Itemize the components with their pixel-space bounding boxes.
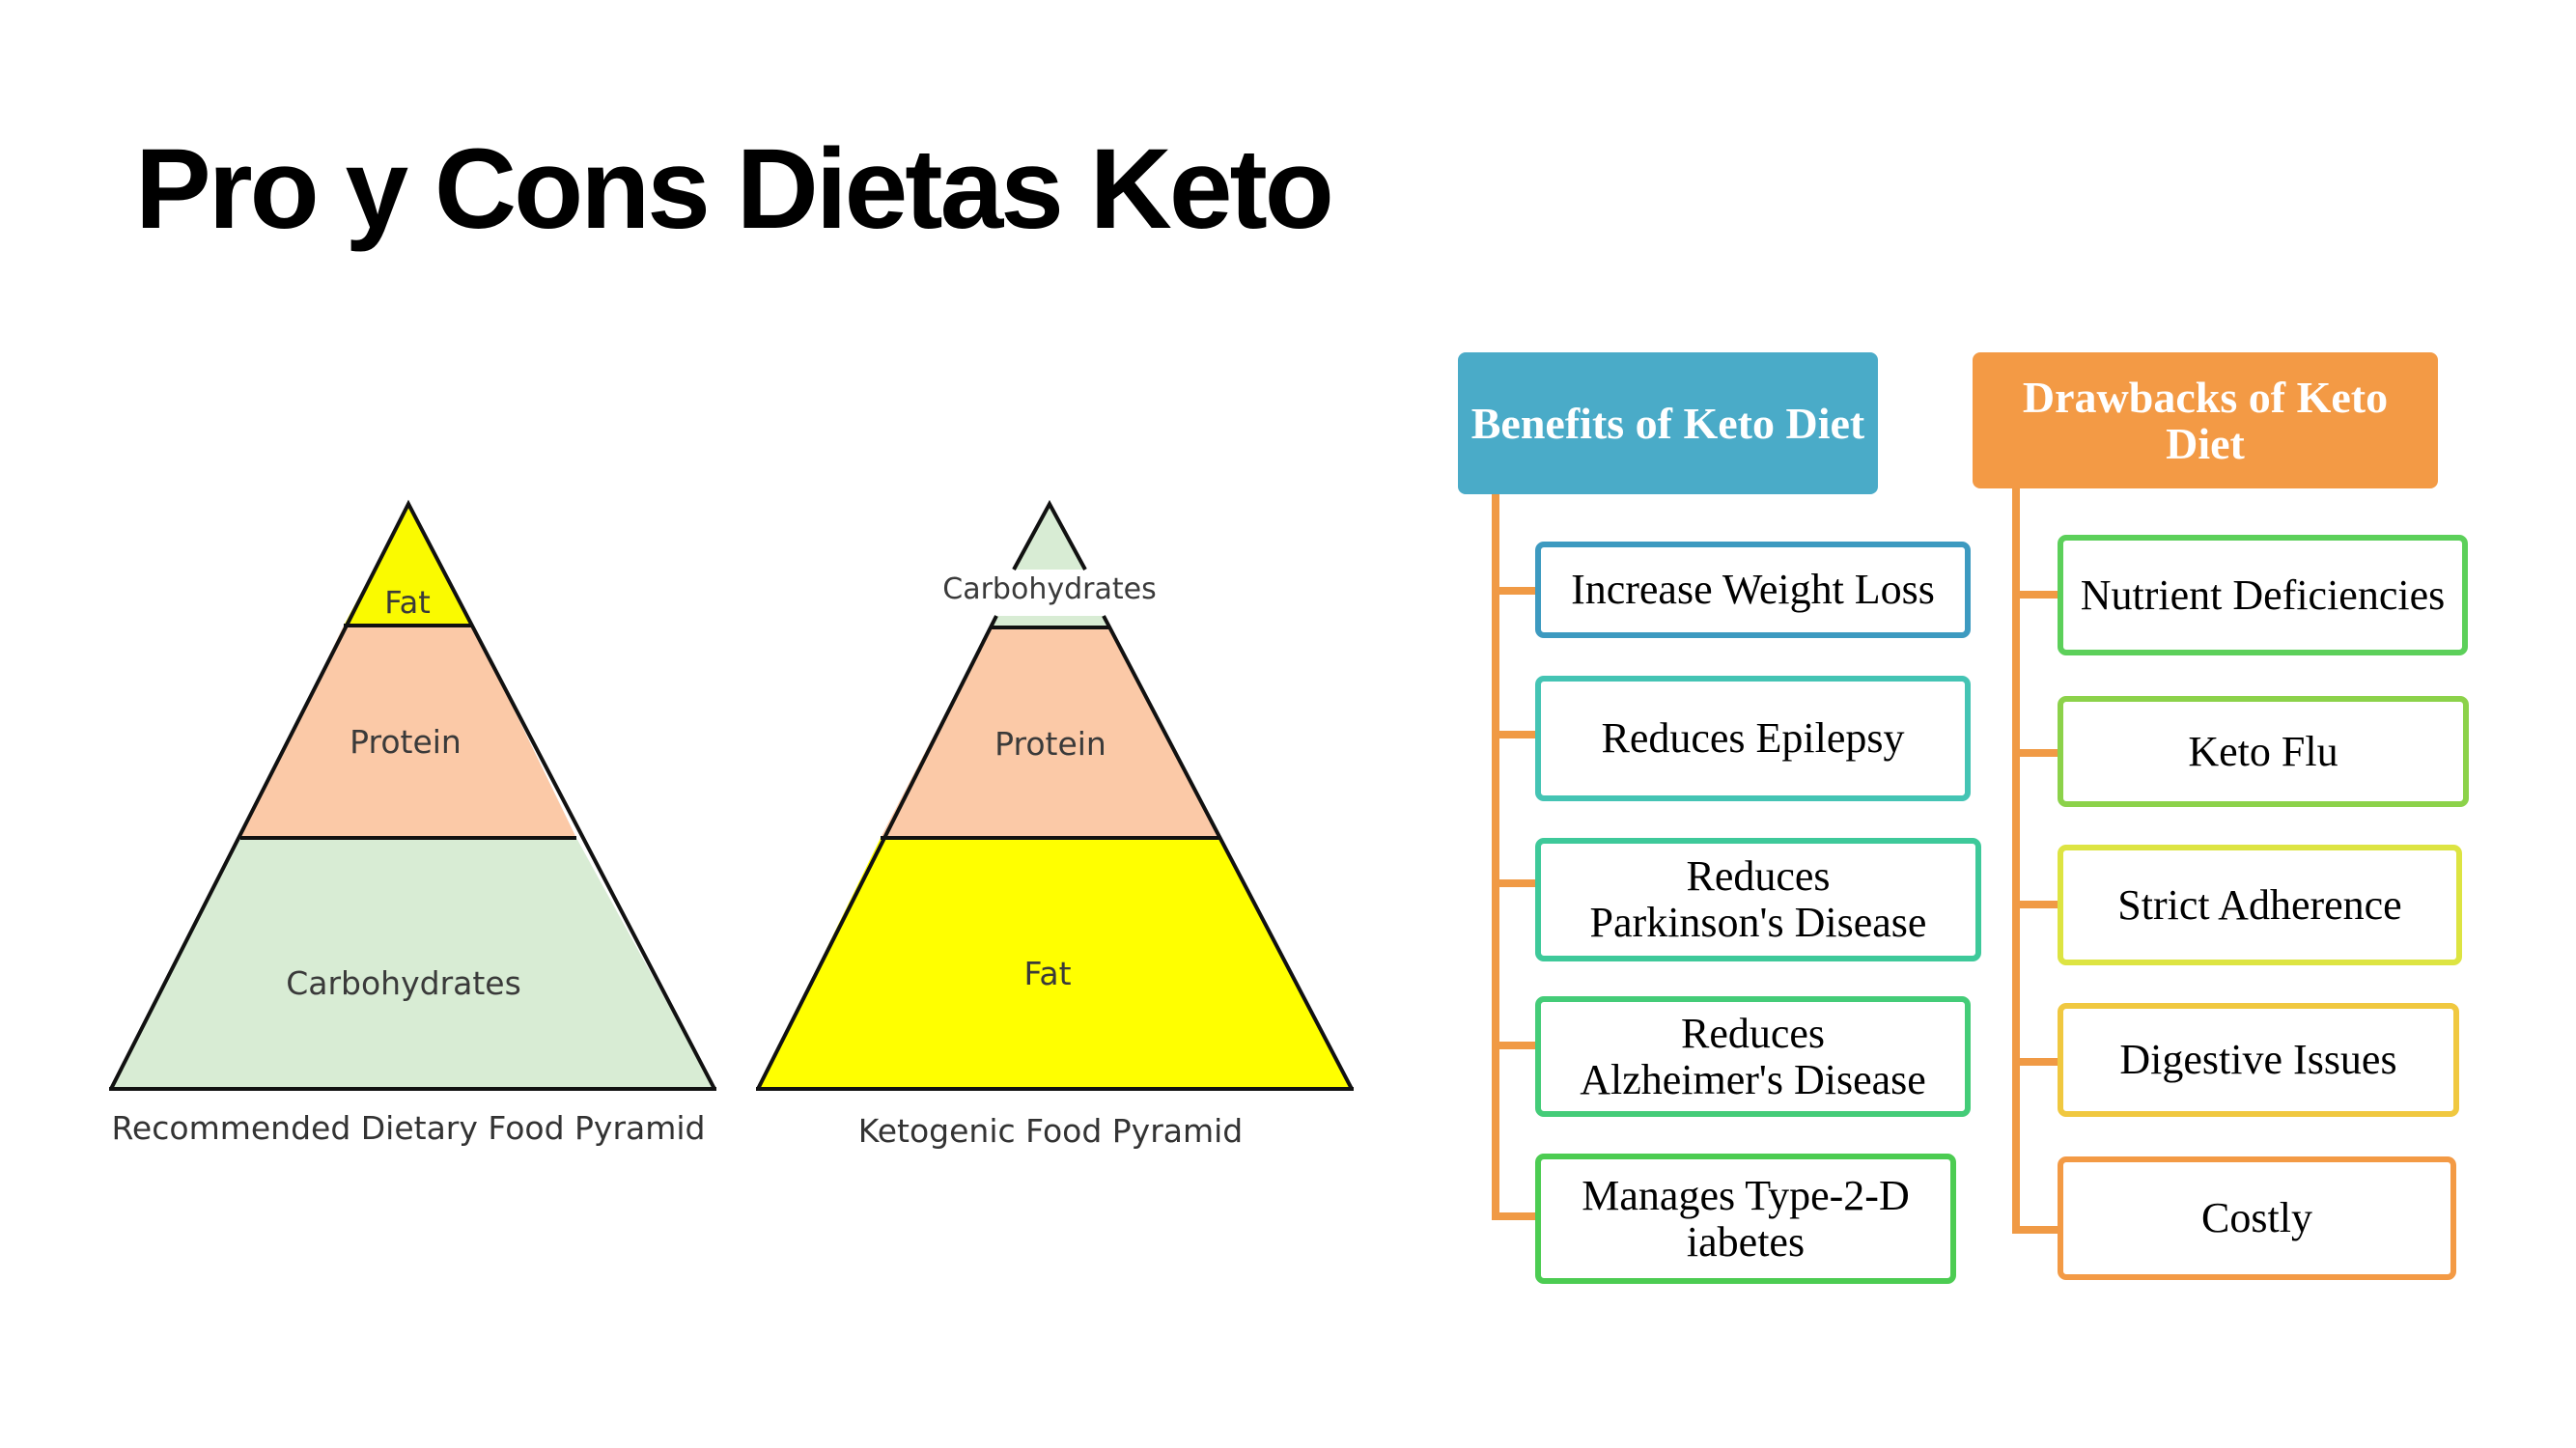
drawbacks-connector-branch	[2012, 901, 2060, 908]
ketogenic-fat-layer	[758, 838, 1352, 1089]
ketogenic-carbohydrates-label: Carbohydrates	[942, 572, 1156, 606]
benefits-connector-branch	[1492, 1042, 1540, 1049]
recommended-protein-label: Protein	[350, 723, 462, 761]
drawback-keto-flu: Keto Flu	[2058, 696, 2469, 807]
drawback-strict-adherence: Strict Adherence	[2058, 845, 2462, 965]
recommended-protein-layer	[240, 626, 576, 838]
benefits-header: Benefits of Keto Diet	[1458, 352, 1878, 494]
drawbacks-connector-branch	[2012, 749, 2060, 757]
drawbacks-connector-branch	[2012, 1058, 2060, 1066]
ketogenic-protein-label: Protein	[994, 725, 1106, 763]
recommended-pyramid-caption: Recommended Dietary Food Pyramid	[111, 1109, 705, 1147]
benefits-connector-branch	[1492, 879, 1540, 887]
drawback-nutrient-deficiencies: Nutrient Deficiencies	[2058, 535, 2468, 655]
ketogenic-carbohydrates-band	[990, 616, 1110, 627]
drawbacks-connector-trunk	[2012, 488, 2020, 1234]
drawback-costly: Costly	[2058, 1156, 2456, 1280]
recommended-fat-label: Fat	[384, 584, 431, 621]
benefits-connector-branch	[1492, 587, 1540, 595]
benefits-connector-branch	[1492, 731, 1540, 738]
drawbacks-connector-branch	[2012, 591, 2060, 599]
benefit-manages-type-2-diabetes: Manages Type-2-Diabetes	[1535, 1154, 1956, 1284]
recommended-carbohydrates-layer	[111, 838, 714, 1089]
recommended-carbohydrates-label: Carbohydrates	[286, 964, 521, 1002]
drawbacks-header: Drawbacks of Keto Diet	[1973, 352, 2438, 488]
ketogenic-pyramid: Carbohydrates Protein Fat Ketogenic Food…	[756, 499, 1354, 1150]
benefits-connector-trunk	[1492, 494, 1499, 1220]
food-pyramids: Fat Protein Carbohydrates Recommended Di…	[109, 499, 1354, 1150]
drawbacks-header-text: Drawbacks of Keto Diet	[2022, 372, 2389, 468]
benefit-increase-weight-loss: Increase Weight Loss	[1535, 542, 1971, 638]
recommended-fat-layer	[344, 504, 473, 626]
benefit-reduces-parkinsons: Reduces Parkinson's Disease	[1535, 838, 1981, 961]
drawbacks-connector-branch	[2012, 1226, 2060, 1234]
benefit-reduces-epilepsy: Reduces Epilepsy	[1535, 676, 1971, 801]
ketogenic-carbohydrates-layer	[1014, 504, 1085, 570]
ketogenic-fat-label: Fat	[1023, 955, 1071, 992]
ketogenic-pyramid-caption: Ketogenic Food Pyramid	[858, 1112, 1244, 1150]
slide-title: Pro y Cons Dietas Keto	[135, 125, 1334, 253]
benefits-connector-branch	[1492, 1212, 1540, 1220]
benefit-reduces-alzheimers: Reduces Alzheimer's Disease	[1535, 996, 1971, 1117]
benefits-header-text: Benefits of Keto Diet	[1470, 398, 1865, 448]
drawback-digestive-issues: Digestive Issues	[2058, 1003, 2459, 1117]
recommended-pyramid: Fat Protein Carbohydrates Recommended Di…	[109, 499, 716, 1147]
